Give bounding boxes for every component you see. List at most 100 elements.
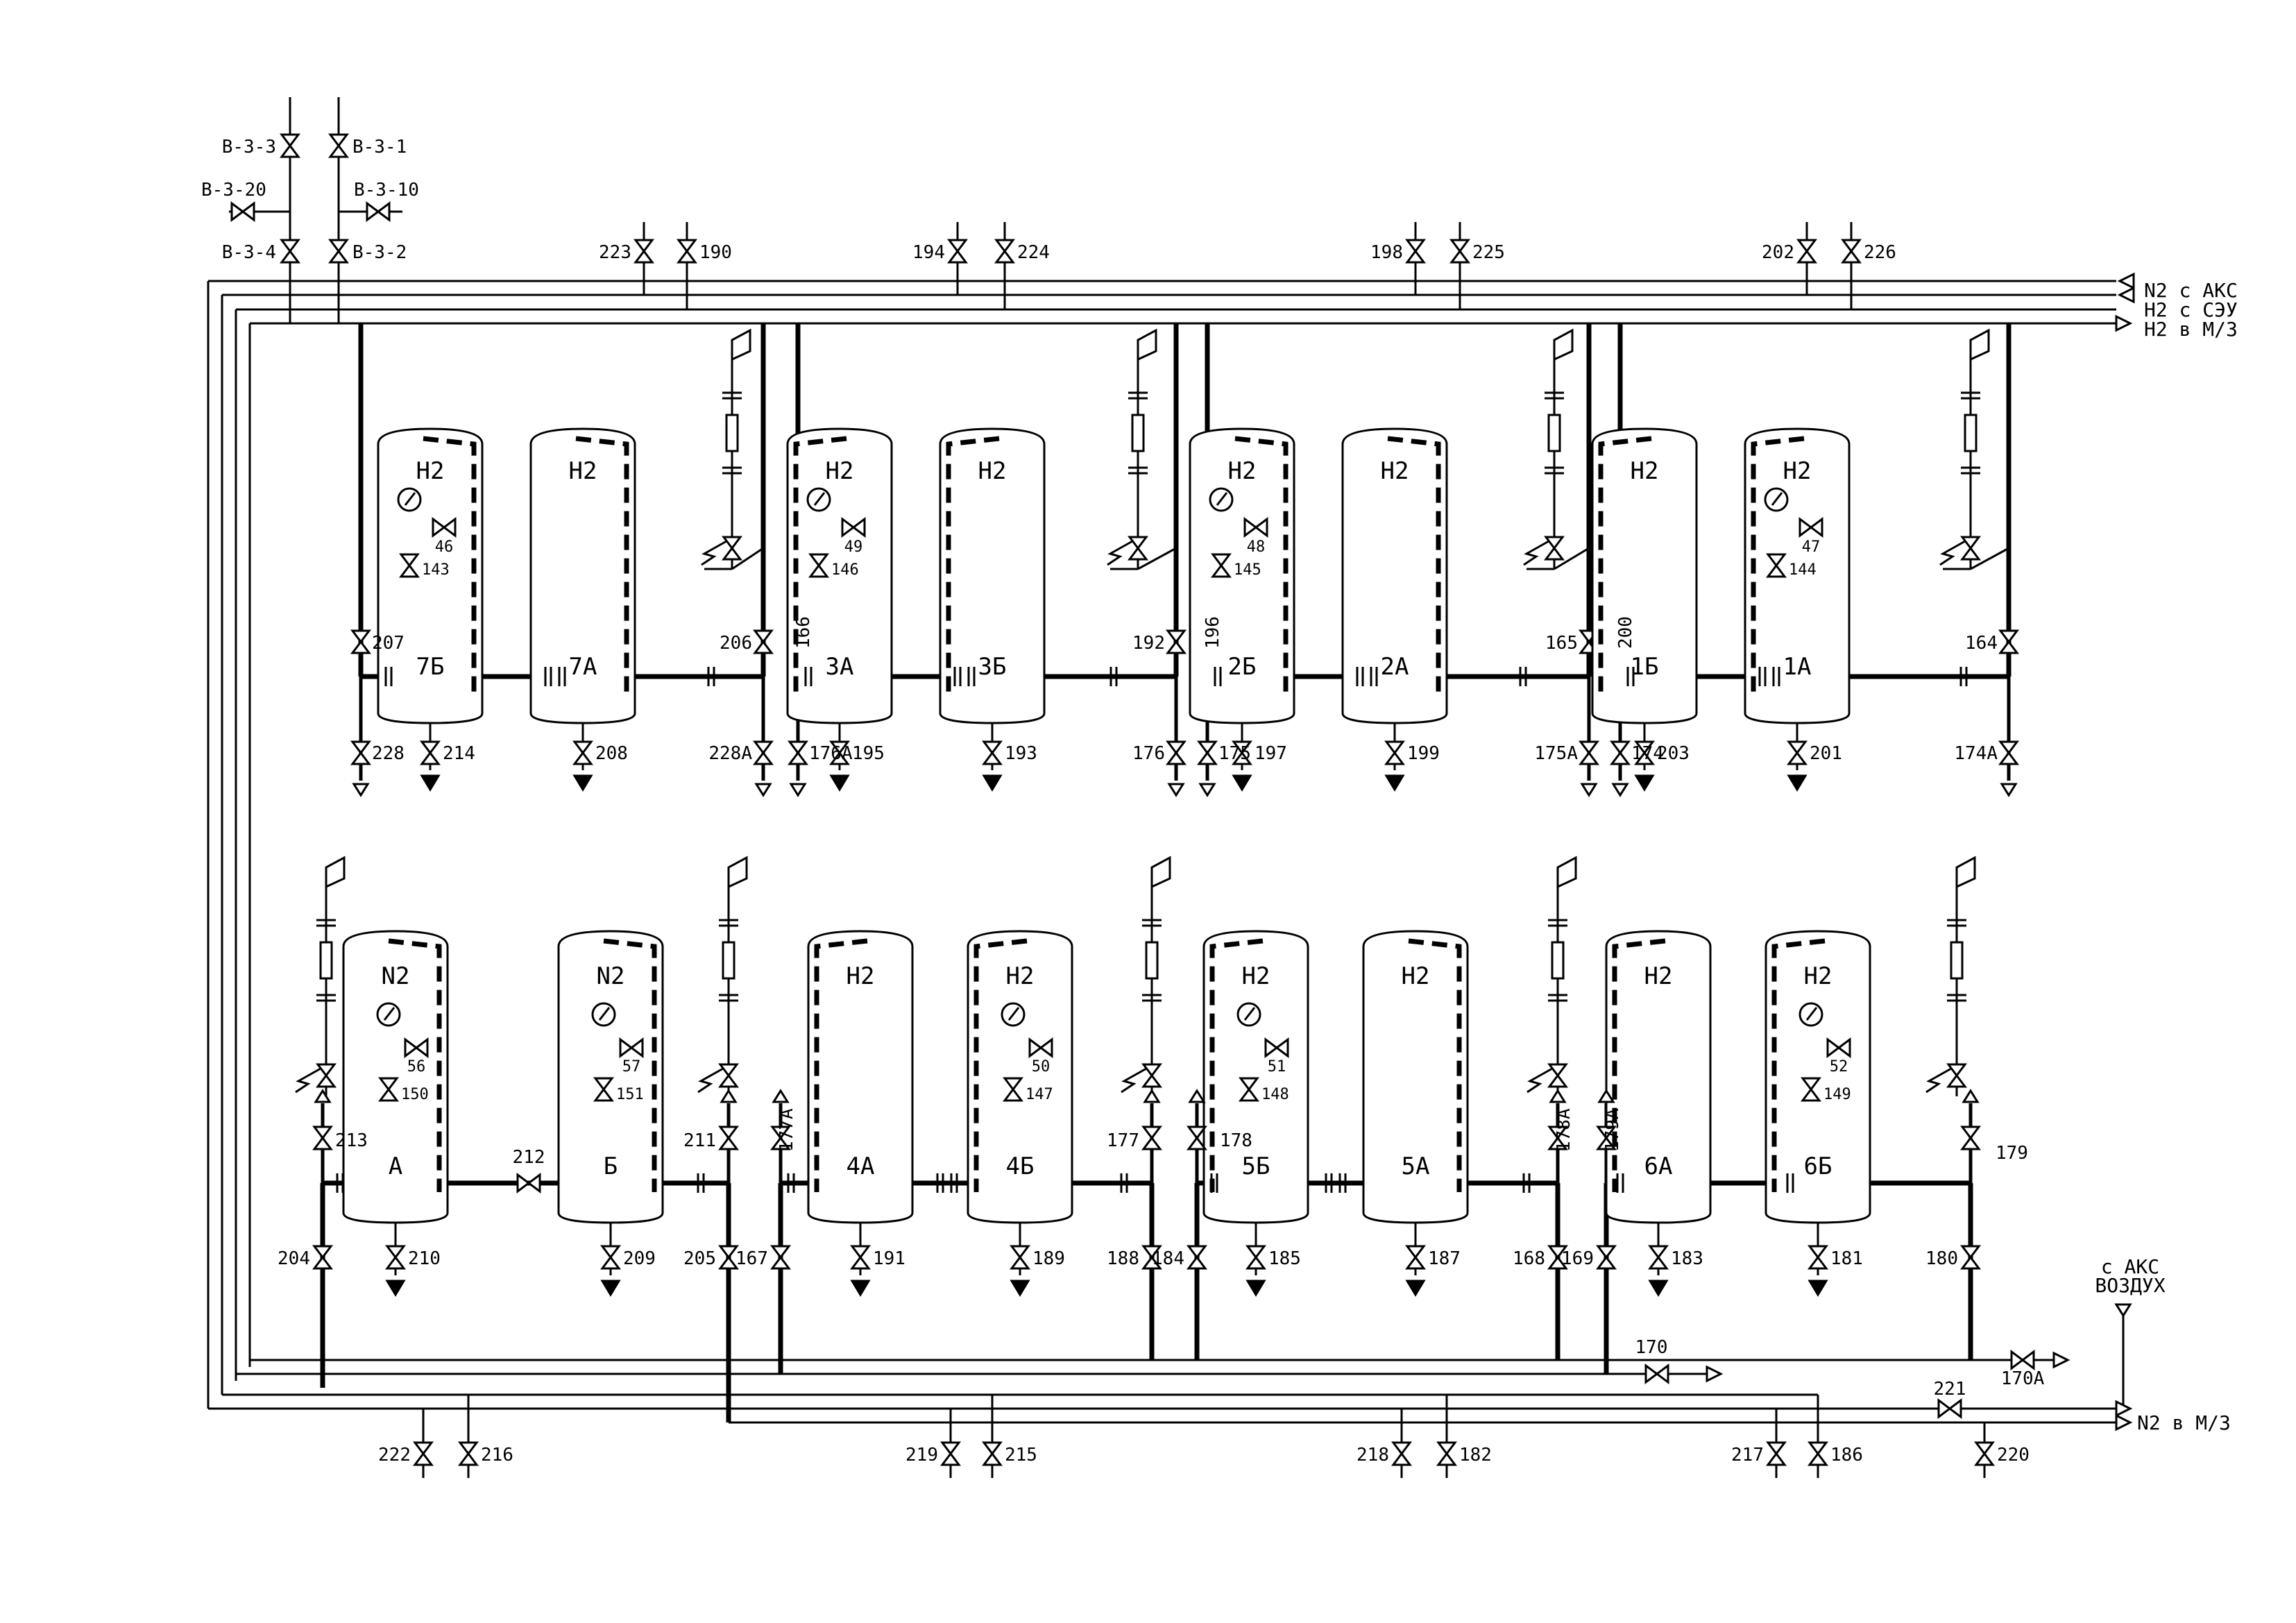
valve-label: 204 [278, 1248, 310, 1269]
valve-label: 226 [1864, 242, 1896, 263]
valve-label: 228А [708, 743, 752, 764]
valve-label: 176 [1132, 743, 1165, 764]
gauge-valve-icon [1264, 1037, 1289, 1058]
drain-valve-icon [1808, 1245, 1828, 1270]
gauge-valve-icon [1766, 553, 1787, 578]
valve-label: 166 [793, 616, 814, 649]
drain-valve-icon [1010, 1245, 1030, 1270]
valve-label: 185 [1268, 1248, 1301, 1269]
valve-label: 57 [622, 1058, 641, 1076]
spring-icon [697, 1067, 724, 1094]
resistor-icon [1547, 414, 1561, 452]
open-arrow-icon [2114, 1303, 2132, 1318]
dip-pipe [1387, 436, 1441, 692]
supply-valve-icon [280, 133, 300, 158]
valve-label: 48 [1247, 538, 1266, 556]
vessel [1341, 427, 1448, 724]
valve-label: 224 [1017, 242, 1050, 263]
pipe-line [1554, 547, 1590, 570]
gauge-valve-icon [1003, 1077, 1023, 1102]
vessel-label: 5Б [1242, 1153, 1270, 1180]
supply-valve-icon [328, 239, 349, 264]
valve-label: 220 [1997, 1445, 2030, 1465]
open-arrow-icon [772, 1089, 790, 1103]
line-valve-icon [770, 1125, 791, 1150]
gas-label: H2 [1402, 962, 1430, 990]
vent-flag-icon [1556, 856, 1577, 902]
line-valve-icon [312, 1245, 333, 1270]
relief-valve-icon [722, 536, 742, 561]
gauge-valve-icon [593, 1077, 614, 1102]
vessel-label: 2А [1381, 653, 1409, 681]
vessel-label: 7А [569, 653, 597, 681]
gauge-needle [383, 1007, 396, 1021]
valve-label: 179А [1602, 1108, 1623, 1152]
flow-label: H2 в М/З [2144, 318, 2238, 341]
drain-arrow-icon [982, 774, 1003, 792]
relief-valve-icon [316, 1063, 337, 1088]
open-arrow-icon [720, 1089, 738, 1103]
header-valve-icon [633, 239, 654, 264]
valve-label: 186 [1830, 1445, 1863, 1465]
spring-icon [1523, 540, 1549, 566]
valve-label: 209 [623, 1248, 656, 1269]
gas-label: H2 [1381, 457, 1409, 485]
valve-label: 177 [1107, 1130, 1139, 1151]
open-arrow-icon [1167, 783, 1185, 797]
drain-valve-icon [385, 1245, 406, 1270]
vessel [967, 930, 1073, 1224]
line-valve-icon [718, 1125, 739, 1150]
valve-label: 197 [1255, 743, 1287, 764]
gauge-valve-icon [378, 1077, 399, 1102]
gauge-valve-icon [1028, 1037, 1053, 1058]
valve-label: 56 [407, 1058, 426, 1076]
gauge-valve-icon [1798, 517, 1823, 538]
gauge-valve-icon [1211, 553, 1232, 578]
vessel [1764, 930, 1871, 1224]
vent-flag-icon [1969, 328, 1990, 375]
resistor-icon [1964, 414, 1978, 452]
valve-label: 178А [1554, 1108, 1574, 1152]
line-valve-icon [718, 1245, 739, 1270]
drain-arrow-icon [1010, 1280, 1030, 1297]
line-valve-icon [753, 629, 774, 654]
vessel-label: 4Б [1006, 1153, 1035, 1180]
valve-label: 213 [335, 1130, 368, 1151]
vessel [1202, 930, 1309, 1224]
gauge-needle [598, 1007, 611, 1021]
valve-label: 170 [1635, 1337, 1668, 1358]
valve-label: 225 [1472, 242, 1505, 263]
valve-label: 177А [776, 1108, 797, 1152]
spring-icon [1107, 540, 1133, 566]
gauge-needle [404, 492, 416, 506]
flow-label: с АКС [2101, 1255, 2159, 1278]
vessel-label: 3Б [978, 653, 1007, 681]
drain-arrow-icon [850, 1280, 871, 1297]
relief-valve-icon [1946, 1063, 1967, 1088]
line-valve-icon [1547, 1245, 1568, 1270]
valve-label: 184 [1152, 1248, 1184, 1269]
line-valve-icon [1166, 629, 1187, 654]
valve-label: 190 [699, 242, 732, 263]
vessel [342, 930, 449, 1224]
spring-icon [701, 540, 727, 566]
flow-label: N2 с АКС [2144, 279, 2238, 302]
valve-label: 181 [1830, 1248, 1863, 1269]
valve-label: В-3-1 [352, 137, 407, 158]
valve-label: 221 [1934, 1379, 1966, 1400]
gas-label: H2 [1644, 962, 1673, 990]
valve-label: 169 [1561, 1248, 1594, 1269]
valve-label: 179 [1996, 1143, 2028, 1164]
vessel-label: 6Б [1804, 1153, 1832, 1180]
open-arrow-icon [1188, 1089, 1206, 1103]
flow-label: H2 с СЭУ [2144, 298, 2238, 321]
valve-label: В-3-2 [352, 242, 407, 263]
gauge-valve-icon [432, 517, 457, 538]
valve-label: 174 [1631, 743, 1664, 764]
drain-valve-icon [420, 740, 441, 765]
valve-label: 189 [1032, 1248, 1065, 1269]
drain-valve-icon [829, 740, 850, 765]
valve-label: 212 [513, 1147, 545, 1168]
valve-label: 164 [1965, 633, 1998, 654]
valve-label: 215 [1005, 1445, 1037, 1465]
